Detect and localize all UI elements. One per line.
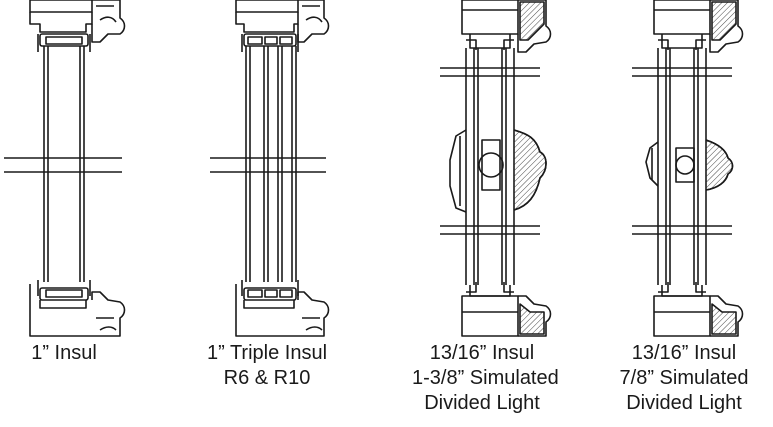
caption-3-line-2: 1-3/8” Simulated — [412, 367, 559, 389]
caption-2-line-2: R6 & R10 — [223, 367, 311, 389]
caption-2-triple-insul: 1” Triple Insul R6 & R10 — [192, 341, 342, 391]
section-1-top-rail — [29, 0, 126, 52]
caption-2-line-1: 1” Triple Insul — [206, 342, 328, 364]
section-1-bottom-rail — [29, 280, 126, 337]
caption-3-line-3: Divided Light — [424, 392, 540, 414]
section-4-top-rail — [653, 0, 744, 53]
section-1-insul — [4, 0, 126, 337]
caption-1-insul: 1” Insul — [14, 341, 114, 366]
section-2-triple-insul — [210, 0, 330, 337]
section-3-bottom-rail — [461, 282, 552, 337]
section-4-bottom-rail — [653, 282, 744, 337]
section-1-glazing — [43, 46, 85, 282]
section-4-sdl-muntin — [645, 139, 734, 191]
section-3-top-rail — [461, 0, 552, 53]
caption-4-line-2: 7/8” Simulated — [619, 367, 749, 389]
caption-4-line-1: 13/16” Insul — [631, 342, 737, 364]
section-2-top-rail — [235, 0, 330, 52]
section-3-sdl-muntin — [449, 129, 547, 213]
section-2-glazing — [245, 46, 297, 282]
section-1-meeting-rail — [4, 157, 122, 173]
section-3-horizontal-bars — [440, 67, 540, 235]
section-2-bottom-rail — [235, 280, 330, 337]
caption-4-line-3: Divided Light — [626, 392, 742, 414]
section-4-horizontal-bars — [632, 67, 732, 235]
section-3-glazing — [465, 48, 515, 285]
section-3-sdl-1-3-8 — [440, 0, 552, 337]
section-4-glazing — [657, 48, 707, 285]
caption-4-sdl-7-8: 13/16” Insul 7/8” Simulated Divided Ligh… — [604, 341, 764, 416]
section-2-meeting-rail — [210, 157, 326, 173]
section-4-sdl-7-8 — [632, 0, 744, 337]
caption-3-line-1: 13/16” Insul — [429, 342, 535, 364]
caption-1-line-1: 1” Insul — [31, 342, 97, 364]
caption-3-sdl-1-3-8: 13/16” Insul 1-3/8” Simulated Divided Li… — [412, 341, 559, 416]
